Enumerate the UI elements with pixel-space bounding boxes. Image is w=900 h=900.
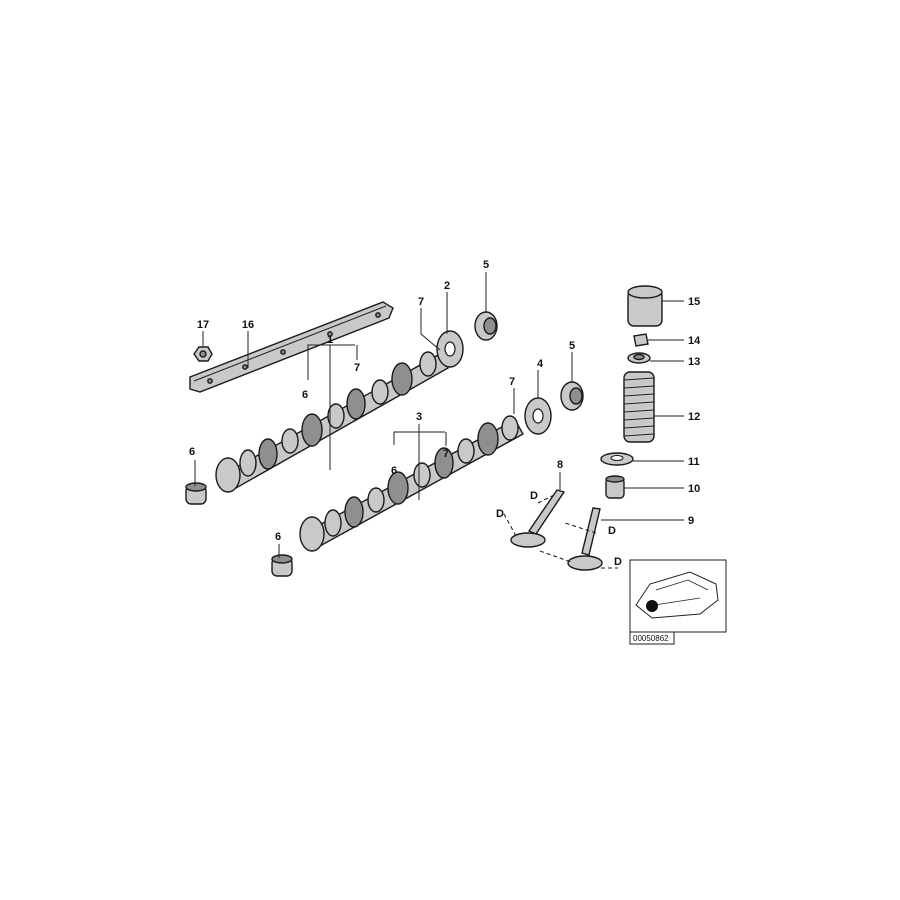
dimension-d-1: D [530, 490, 538, 502]
callout-7-upper: 7 [354, 362, 360, 374]
part-10-stem-seal[interactable] [605, 475, 625, 499]
part-6-bushing-lower[interactable] [271, 554, 293, 577]
locator-inset: 00050862 [629, 559, 727, 645]
callout-13: 13 [688, 356, 700, 368]
part-15-tappet[interactable] [627, 285, 663, 327]
d-arrow-3 [564, 522, 597, 534]
part-2-sprocket[interactable] [436, 330, 464, 368]
callout-7-lower: 7 [443, 448, 449, 460]
callout-17: 17 [197, 319, 209, 331]
callout-6-bushing-upper: 6 [189, 446, 195, 458]
part-13-retainer[interactable] [627, 352, 651, 364]
callout-16: 16 [242, 319, 254, 331]
callout-14: 14 [688, 335, 701, 347]
callout-7-sprocket-upper: 7 [418, 296, 424, 308]
callout-6-lower: 6 [391, 465, 397, 477]
d-arrow-1 [537, 493, 557, 504]
part-6-bushing-upper[interactable] [185, 482, 207, 505]
callout-3: 3 [416, 411, 422, 423]
callout-2: 2 [444, 280, 450, 292]
dimension-d-4: D [614, 556, 622, 568]
callout-15: 15 [688, 296, 700, 308]
callout-9: 9 [688, 515, 694, 527]
dimension-d-3: D [608, 525, 616, 537]
part-16-rail[interactable] [189, 301, 394, 393]
part-9-valve[interactable] [567, 507, 603, 571]
d-arrow-4 [539, 550, 572, 563]
part-14-keeper[interactable] [633, 333, 649, 347]
callout-7-sprocket-lower: 7 [509, 376, 515, 388]
part-12-valve-spring[interactable] [623, 371, 655, 443]
callout-5-lower: 5 [569, 340, 575, 352]
callout-4: 4 [537, 358, 544, 370]
callout-6-bushing-lower: 6 [275, 531, 281, 543]
part-5-plug-lower[interactable] [560, 381, 584, 411]
callout-12: 12 [688, 411, 700, 423]
engine-location-marker [646, 600, 658, 612]
part-5-plug-upper[interactable] [474, 311, 498, 341]
callout-1: 1 [327, 334, 333, 346]
dimension-d-2: D [496, 508, 504, 520]
leader-lines [194, 272, 684, 558]
part-17-nut[interactable] [193, 346, 213, 362]
image-code: 00050862 [633, 634, 669, 643]
part-1-camshaft[interactable] [215, 351, 449, 493]
callout-8: 8 [557, 459, 563, 471]
callout-6-upper: 6 [302, 389, 308, 401]
part-4-sprocket[interactable] [524, 397, 552, 435]
callout-5-upper: 5 [483, 259, 489, 271]
callout-11: 11 [688, 456, 700, 468]
part-3-camshaft[interactable] [299, 415, 524, 552]
d-arrow-2 [503, 513, 517, 537]
callout-10: 10 [688, 483, 700, 495]
part-8-valve[interactable] [510, 489, 566, 548]
part-11-spring-seat[interactable] [600, 452, 634, 466]
